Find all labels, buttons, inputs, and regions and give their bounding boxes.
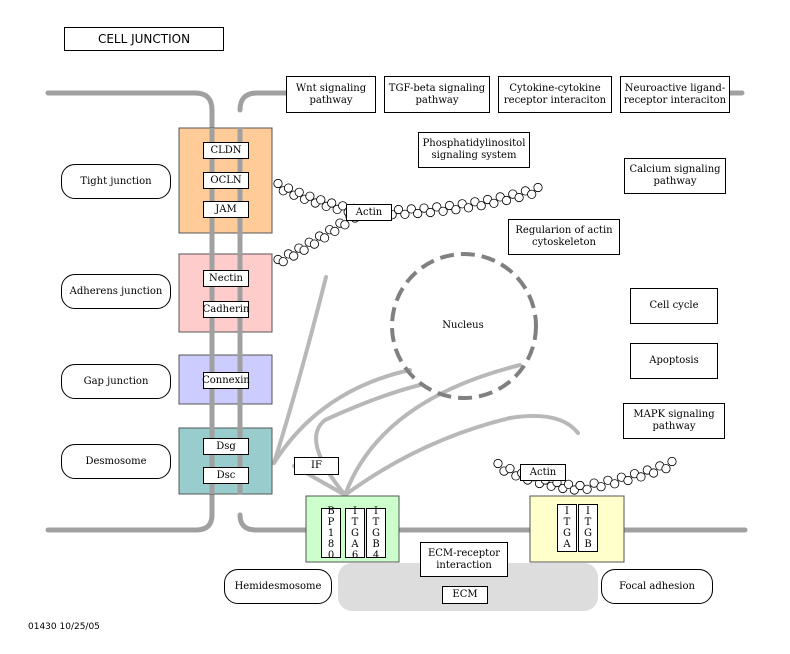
ecm-component[interactable]: ECM xyxy=(442,586,488,604)
actin-bead xyxy=(582,484,592,494)
neuroactive-pathway-link[interactable]: Neuroactive ligand-receptor interaciton xyxy=(620,76,730,113)
footer-id-date: 01430 10/25/05 xyxy=(28,622,100,632)
cadherin-protein[interactable]: Cadherin xyxy=(203,301,249,318)
dsc-protein[interactable]: Dsc xyxy=(203,467,249,484)
tight-junction-label[interactable]: Tight junction xyxy=(61,164,171,199)
actin-bead xyxy=(451,205,461,215)
tgf-beta-pathway-link[interactable]: TGF-beta signaling pathway xyxy=(384,76,490,113)
cytokine-pathway-link[interactable]: Cytokine-cytokine receptor interaciton xyxy=(498,76,612,113)
bp180-text: BP 180 xyxy=(327,505,335,561)
actin-bead xyxy=(501,195,512,206)
focal-adhesion-label[interactable]: Focal adhesion xyxy=(601,569,713,604)
phosphatidylinositol-pathway-link[interactable]: Phosphatidylinositol signaling system xyxy=(418,132,530,168)
dsg-protein[interactable]: Dsg xyxy=(203,438,249,455)
actin-bead xyxy=(432,202,442,212)
actin-filament-top xyxy=(273,178,543,267)
actin-bead xyxy=(527,189,537,199)
actin-protein-top[interactable]: Actin xyxy=(346,204,392,221)
actin-bead xyxy=(444,200,455,211)
actin-bead xyxy=(413,208,423,219)
gap-junction-label[interactable]: Gap junction xyxy=(61,364,171,399)
actin-bead xyxy=(648,468,659,478)
actin-bead xyxy=(610,479,620,489)
actin-bead xyxy=(289,251,299,261)
adherens-junction-box xyxy=(178,253,273,333)
actin-bead xyxy=(563,479,574,489)
apoptosis-pathway-link[interactable]: Apoptosis xyxy=(630,343,718,379)
actin-bead xyxy=(299,245,309,255)
itgb4-text: ITGB4 xyxy=(372,505,380,561)
itgb-protein[interactable]: ITGB xyxy=(578,504,598,552)
actin-regulation-pathway-link[interactable]: Regularion of actin cytoskeleton xyxy=(508,219,620,255)
actin-bead xyxy=(505,463,515,474)
cell-cycle-pathway-link[interactable]: Cell cycle xyxy=(630,288,718,324)
adherens-junction-label[interactable]: Adherens junction xyxy=(61,274,171,309)
focal-adhesion-box xyxy=(529,495,625,563)
actin-bead xyxy=(330,226,340,236)
actin-bead xyxy=(514,192,524,203)
mapk-pathway-link[interactable]: MAPK signaling pathway xyxy=(623,403,725,439)
actin-bead xyxy=(309,239,319,249)
actin-bead xyxy=(425,207,435,218)
actin-bead xyxy=(489,198,499,208)
itga-protein[interactable]: ITGA xyxy=(557,504,577,552)
actin-bead xyxy=(533,182,543,193)
actin-bead xyxy=(316,195,326,205)
bp180-protein[interactable]: BP 180 xyxy=(321,505,341,561)
actin-bead xyxy=(476,201,486,211)
actin-bead xyxy=(305,191,315,201)
actin-bead xyxy=(327,198,337,208)
actin-bead xyxy=(419,203,429,213)
itga6-protein[interactable]: ITGA6 xyxy=(345,505,365,561)
if-protein[interactable]: IF xyxy=(294,457,339,475)
itgb-text: ITGB xyxy=(584,506,592,550)
actin-bead xyxy=(319,233,330,243)
actin-protein-bottom[interactable]: Actin xyxy=(520,464,566,481)
actin-bead xyxy=(406,204,416,214)
actin-bead xyxy=(575,480,585,491)
actin-bead xyxy=(623,475,633,486)
hemidesmosome-label[interactable]: Hemidesmosome xyxy=(224,569,332,604)
actin-bead xyxy=(661,464,671,474)
actin-bead xyxy=(283,183,294,193)
wnt-pathway-link[interactable]: Wnt signaling pathway xyxy=(286,76,376,113)
actin-bead xyxy=(393,204,404,215)
jam-protein[interactable]: JAM xyxy=(203,201,249,218)
actin-bead xyxy=(463,203,474,213)
nectin-protein[interactable]: Nectin xyxy=(203,270,249,287)
actin-bead xyxy=(340,220,350,230)
actin-bead xyxy=(493,458,503,469)
actin-bead xyxy=(667,456,677,467)
ecm-receptor-pathway-link[interactable]: ECM-receptor interaction xyxy=(420,542,508,577)
actin-bead xyxy=(438,206,448,216)
desmosome-label[interactable]: Desmosome xyxy=(61,444,171,479)
nucleus-label: Nucleus xyxy=(442,320,484,331)
actin-bead xyxy=(596,482,606,492)
intermediate-filaments xyxy=(272,275,580,497)
page-title: CELL JUNCTION xyxy=(64,27,224,51)
connexin-protein[interactable]: Connexin xyxy=(202,372,250,389)
ocln-protein[interactable]: OCLN xyxy=(203,172,249,189)
cldn-protein[interactable]: CLDN xyxy=(203,142,249,159)
itgb4-protein[interactable]: ITGB4 xyxy=(366,505,386,561)
itga-text: ITGA xyxy=(563,506,571,550)
actin-bead xyxy=(278,257,288,267)
actin-bead xyxy=(636,472,646,482)
nucleus-circle xyxy=(390,252,538,400)
itga6-text: ITGA6 xyxy=(351,505,359,561)
actin-bead xyxy=(294,187,304,197)
calcium-pathway-link[interactable]: Calcium signaling pathway xyxy=(624,158,726,194)
actin-bead xyxy=(273,178,283,189)
actin-bead xyxy=(400,209,410,219)
